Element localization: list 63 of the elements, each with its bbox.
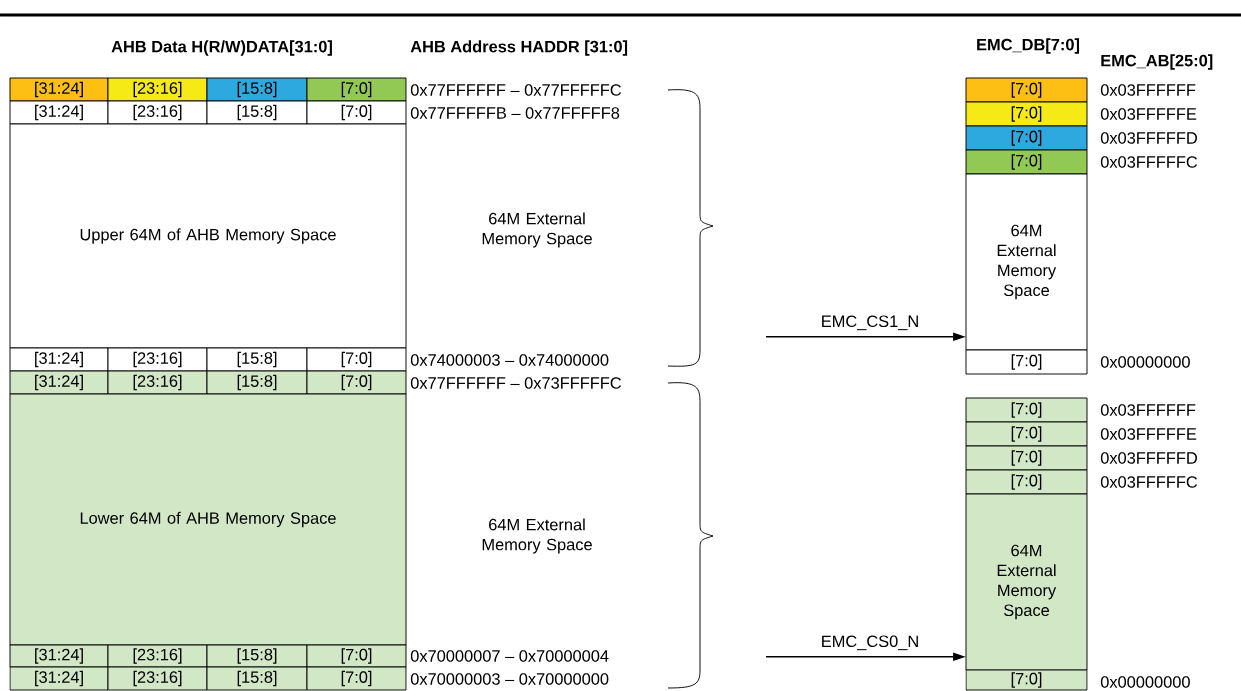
memory-cell: [23:16] xyxy=(107,100,208,125)
node-label: [31:24] xyxy=(35,670,83,687)
memory-cell: [31:24] xyxy=(9,666,109,691)
memory-cell: [15:8] xyxy=(206,370,308,395)
address-label: 0x03FFFFFC xyxy=(1100,156,1198,168)
address-label: 0x03FFFFFD xyxy=(1100,452,1197,464)
memory-cell: [31:24] xyxy=(9,644,109,668)
memory-cell: [7:0] xyxy=(306,347,407,372)
address-label: 0x00000000 xyxy=(1100,356,1190,368)
memory-cell: [31:24] xyxy=(9,100,109,125)
memory-cell: [23:16] xyxy=(107,644,208,668)
memory-cell: [23:16] xyxy=(107,347,208,372)
column-header: EMC_AB[25:0] xyxy=(1101,54,1213,70)
memory-cell: [7:0] xyxy=(306,100,407,125)
memory-cell: [23:16] xyxy=(107,77,208,102)
memory-cell: [7:0] xyxy=(965,669,1088,691)
memory-cell: [7:0] xyxy=(306,666,407,691)
memory-block: Lower 64M of AHB Memory Space xyxy=(9,393,407,646)
memory-cell: [7:0] xyxy=(965,469,1088,495)
memory-cell: [15:8] xyxy=(206,77,308,102)
memory-cell: [7:0] xyxy=(965,421,1088,447)
memory-cell: [23:16] xyxy=(107,666,208,691)
memory-cell: [23:16] xyxy=(107,370,208,395)
memory-cell: [7:0] xyxy=(306,370,407,395)
memory-cell: [7:0] xyxy=(965,125,1088,151)
memory-cell: [31:24] xyxy=(9,370,109,395)
column-header: AHB Address HADDR [31:0] xyxy=(410,40,628,56)
address-label: 0x70000003 – 0x70000000 xyxy=(410,673,609,685)
signal-label: EMC_CS0_N xyxy=(822,635,918,651)
region-label: 64M External Memory Space xyxy=(482,212,592,248)
memory-cell: [31:24] xyxy=(9,347,109,372)
address-label: 0x03FFFFFD xyxy=(1100,132,1197,144)
memory-cell: [15:8] xyxy=(206,347,308,372)
address-label: 0x77FFFFFF – 0x77FFFFFC xyxy=(410,84,622,96)
memory-cell: [7:0] xyxy=(306,644,407,668)
memory-cell: [7:0] xyxy=(306,77,407,102)
memory-cell: [7:0] xyxy=(965,445,1088,471)
address-label: 0x03FFFFFF xyxy=(1100,84,1196,96)
memory-cell: [31:24] xyxy=(9,77,109,102)
address-label: 0x77FFFFFB – 0x77FFFFF8 xyxy=(410,107,620,119)
address-label: 0x03FFFFFC xyxy=(1100,476,1198,488)
address-label: 0x03FFFFFE xyxy=(1100,428,1197,440)
memory-cell: [7:0] xyxy=(965,101,1088,127)
signal-label: EMC_CS1_N xyxy=(822,315,918,331)
memory-cell: [15:8] xyxy=(206,100,308,125)
address-label: 0x03FFFFFE xyxy=(1100,108,1197,120)
memory-cell: [7:0] xyxy=(965,397,1088,423)
region-label: 64M External Memory Space xyxy=(482,518,592,554)
column-header: EMC_DB[7:0] xyxy=(977,38,1079,54)
memory-cell: [15:8] xyxy=(206,666,308,691)
column-header: AHB Data H(R/W)DATA[31:0] xyxy=(111,40,332,56)
address-label: 0x00000000 xyxy=(1100,676,1190,688)
address-label: 0x77FFFFFF – 0x73FFFFFC xyxy=(410,377,622,389)
address-label: 0x03FFFFFF xyxy=(1100,404,1196,416)
address-label: 0x74000003 – 0x74000000 xyxy=(410,354,609,366)
memory-cell: [7:0] xyxy=(965,149,1088,175)
memory-cell: [7:0] xyxy=(965,77,1088,103)
memory-block: Upper 64M of AHB Memory Space xyxy=(9,123,407,349)
memory-cell: [15:8] xyxy=(206,644,308,668)
node-label: [15:8] xyxy=(237,670,277,687)
node-label: [23:16] xyxy=(133,670,182,687)
address-label: 0x70000007 – 0x70000004 xyxy=(410,650,609,662)
memory-cell: [7:0] xyxy=(965,349,1088,375)
